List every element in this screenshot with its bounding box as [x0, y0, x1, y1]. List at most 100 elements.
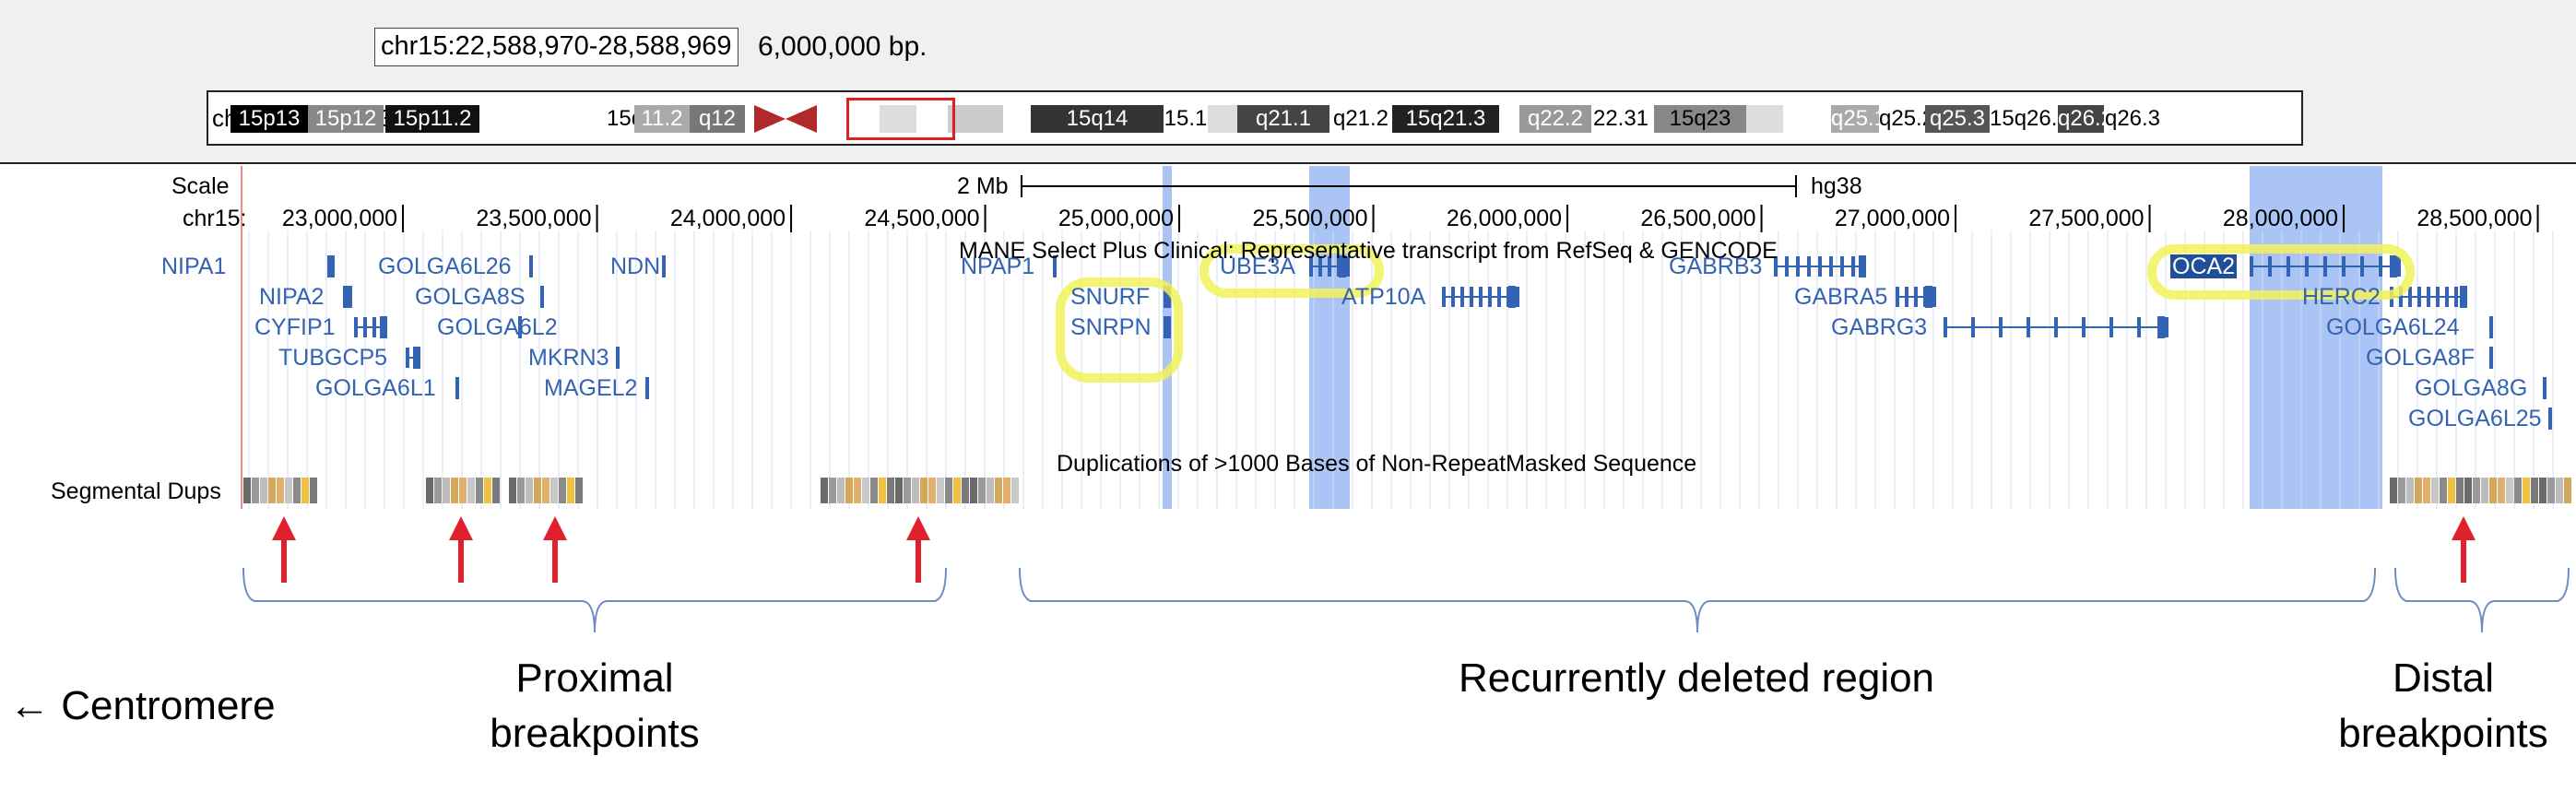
segdup-block	[2564, 478, 2571, 503]
segdup-block	[426, 478, 433, 503]
ruler-tick-label: 24,000,000	[669, 206, 786, 231]
gene-glyph	[1796, 256, 1800, 277]
segdup-block	[879, 478, 886, 503]
proximal-label-line1: Proximal	[515, 655, 674, 701]
segdup-block	[978, 478, 986, 503]
gene-label[interactable]: GABRB3	[1669, 254, 1763, 279]
ube3a-callout	[1199, 244, 1384, 298]
distal-bracket	[2394, 567, 2570, 633]
gene-label[interactable]: GOLGA8S	[415, 284, 526, 310]
segdup-block	[829, 478, 836, 503]
gene-label[interactable]: OCA2	[2170, 254, 2238, 279]
position-field[interactable]: chr15:22,588,970-28,588,969	[374, 28, 739, 66]
gene-glyph	[1785, 256, 1789, 277]
gene-glyph	[1859, 255, 1866, 277]
gene-glyph	[2286, 256, 2290, 277]
segdup-block	[268, 478, 276, 503]
gene-label[interactable]: SNURF	[1070, 284, 1151, 310]
segdup-block	[509, 478, 516, 503]
breakpoint-arrowhead	[272, 516, 296, 540]
gene-label[interactable]: HERC2	[2302, 284, 2381, 310]
gene-glyph	[2268, 256, 2272, 277]
segdup-block	[821, 478, 828, 503]
scale-label: Scale	[171, 173, 230, 199]
chromosome-ideogram[interactable]: chr15 (q11.2-q13.1) 15p1315p1215p11.215q…	[207, 90, 2303, 146]
gene-glyph	[1053, 255, 1057, 277]
ideogram-band: q25.2	[1879, 105, 1925, 133]
gene-glyph	[354, 317, 358, 337]
ideogram-band: 15q21.3	[1392, 105, 1499, 133]
gene-label[interactable]: TUBGCP5	[278, 345, 388, 371]
gene-label[interactable]: NDN	[610, 254, 661, 279]
gene-label[interactable]: GOLGA6L26	[378, 254, 512, 279]
gene-glyph	[1932, 287, 1936, 307]
segdup-block	[2489, 478, 2497, 503]
assembly-label: hg38	[1811, 173, 1862, 199]
segdup-block	[837, 478, 845, 503]
segdup-block	[928, 478, 936, 503]
gene-label[interactable]: ATP10A	[1341, 284, 1426, 310]
gene-glyph	[2489, 316, 2493, 338]
ideogram-band: q25.1	[1831, 105, 1879, 133]
chrom-label: chr15:	[183, 206, 247, 231]
segdup-block	[517, 478, 525, 503]
gene-label[interactable]: MAGEL2	[544, 375, 638, 401]
segdup-block	[310, 478, 317, 503]
segdup-block	[484, 478, 491, 503]
segdup-block	[962, 478, 969, 503]
gene-label[interactable]: GOLGA8G	[2415, 375, 2528, 401]
distal-label-line2: breakpoints	[2338, 711, 2548, 756]
gene-label[interactable]: NIPA1	[161, 254, 227, 279]
gene-glyph	[1818, 256, 1822, 277]
segdup-block	[252, 478, 259, 503]
segdup-block	[870, 478, 878, 503]
gene-label[interactable]: GOLGA6L1	[315, 375, 436, 401]
gene-glyph	[327, 255, 335, 277]
segdup-block	[1011, 478, 1019, 503]
gene-glyph	[645, 377, 649, 399]
segdup-block	[277, 478, 284, 503]
gene-label[interactable]: MKRN3	[528, 345, 609, 371]
segdup-block	[995, 478, 1002, 503]
segdup-block	[2539, 478, 2546, 503]
gene-glyph	[2417, 287, 2421, 307]
gene-glyph	[1460, 287, 1464, 307]
gene-glyph	[1516, 287, 1519, 307]
gene-glyph	[2427, 287, 2430, 307]
segdup-block	[526, 478, 533, 503]
ruler-tick-label: 28,000,000	[2222, 206, 2339, 231]
gene-label[interactable]: GOLGA6L25	[2408, 406, 2542, 431]
segdup-track-label: Segmental Dups	[51, 478, 221, 504]
gene-glyph	[406, 348, 409, 368]
ruler-tick-label: 25,000,000	[1058, 206, 1175, 231]
gene-glyph	[1905, 287, 1908, 307]
gene-label[interactable]: GOLGA6L24	[2326, 314, 2460, 340]
gene-glyph	[1451, 287, 1455, 307]
gene-label[interactable]: SNRPN	[1070, 314, 1152, 340]
gene-glyph	[2360, 256, 2364, 277]
ideogram-band: 15q26.1	[1990, 105, 2058, 133]
gene-label[interactable]: NIPA2	[259, 284, 325, 310]
gene-label[interactable]: UBE3A	[1220, 254, 1295, 279]
mane-track-title: MANE Select Plus Clinical: Representativ…	[959, 238, 1778, 264]
breakpoint-arrowhead	[2452, 516, 2476, 540]
segdup-block	[243, 478, 251, 503]
gene-label[interactable]: NPAP1	[961, 254, 1035, 279]
ideogram-band	[1003, 105, 1031, 133]
segdup-block	[550, 478, 558, 503]
gene-label[interactable]: GOLGA8F	[2366, 345, 2476, 371]
segdup-block	[2547, 478, 2555, 503]
gene-label[interactable]: GABRG3	[1831, 314, 1928, 340]
proximal-bracket	[242, 567, 947, 633]
segdup-block	[559, 478, 566, 503]
gene-label[interactable]: CYFIP1	[254, 314, 336, 340]
gene-label[interactable]: GABRA5	[1794, 284, 1888, 310]
segdup-block	[2440, 478, 2447, 503]
segdup-block	[2448, 478, 2455, 503]
window-size-text: 6,000,000 bp.	[758, 31, 928, 62]
gene-label[interactable]: GOLGA6L2	[437, 314, 558, 340]
segdup-block	[953, 478, 961, 503]
gene-glyph	[380, 316, 387, 338]
gene-glyph	[1488, 287, 1492, 307]
ruler-tick-label: 23,000,000	[281, 206, 398, 231]
